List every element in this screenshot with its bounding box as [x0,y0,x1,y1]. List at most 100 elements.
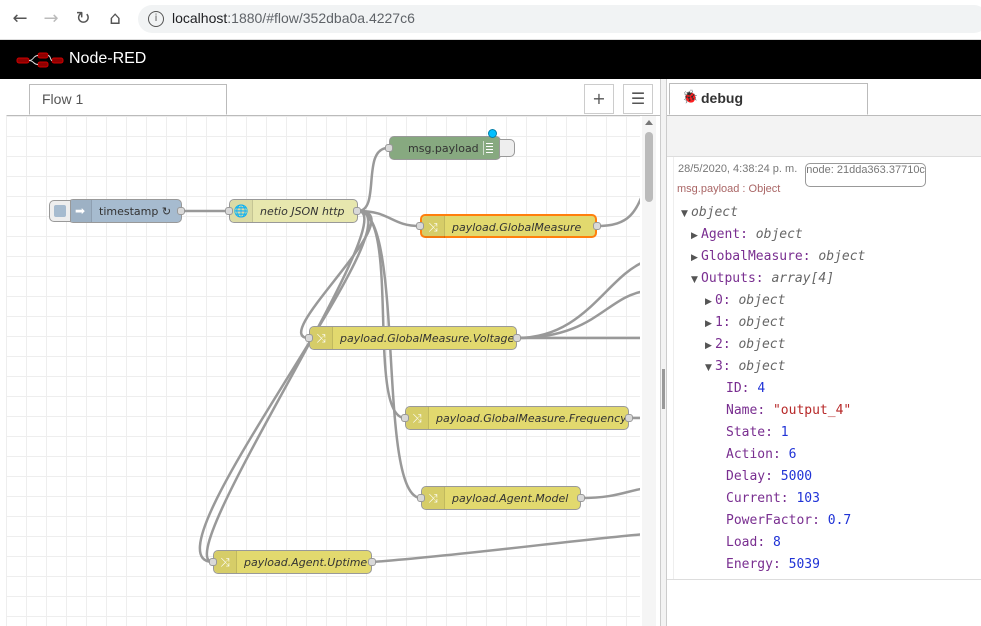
wire-voltage-out-1 [516,262,640,340]
input-port[interactable] [401,414,409,422]
tree-item-output-3[interactable]: ▼3: object [705,359,786,374]
wire-model-out [580,487,640,500]
sidebar-divider[interactable] [660,79,667,626]
home-icon[interactable]: ⌂ [109,8,121,29]
scroll-up-icon[interactable] [645,120,653,125]
wire-netio-uptime [198,209,370,564]
message-topic: msg.payload : Object [677,183,781,195]
output-port[interactable] [368,558,376,566]
output-port[interactable] [593,222,601,230]
node-label: payload.Agent.Model [452,492,569,505]
field-energy[interactable]: Energy: 5039 [726,557,820,572]
node-label: msg.payload [408,142,479,155]
info-icon[interactable]: i [148,11,164,27]
tree-item-agent[interactable]: ▶Agent: object [691,227,803,242]
output-port[interactable] [625,414,633,422]
field-load[interactable]: Load: 8 [726,535,781,550]
message-meta: 28/5/2020, 4:38:24 p. m. node: 21dda363.… [678,163,926,187]
caret-right-icon: ▶ [705,319,712,329]
wire-netio-voltage [300,209,373,340]
input-port[interactable] [209,558,217,566]
caret-down-icon: ▼ [705,363,712,373]
bug-icon: 🐞 [682,90,699,105]
shuffle-icon: ⤨ [422,487,445,509]
caret-right-icon: ▶ [691,253,698,263]
forward-arrow-icon[interactable]: → [43,8,59,29]
input-port[interactable] [385,144,393,152]
output-port[interactable] [577,494,585,502]
output-port[interactable] [177,207,185,215]
reload-icon[interactable]: ↻ [75,8,91,29]
tab-debug[interactable]: 🐞 debug [669,83,868,115]
caret-right-icon: ▶ [691,231,698,241]
output-port[interactable] [353,207,361,215]
tree-root[interactable]: ▼object [681,205,738,220]
tab-flow-1[interactable]: Flow 1 [29,84,227,115]
wire-voltage-out-2 [516,290,640,340]
input-port[interactable] [416,222,424,230]
tree-item-output-0[interactable]: ▶0: object [705,293,786,308]
scrollbar-thumb[interactable] [645,132,653,202]
field-id[interactable]: ID: 4 [726,381,766,396]
shuffle-icon: ⤨ [406,407,429,429]
message-divider [667,579,981,580]
message-node-id[interactable]: node: 21dda363.37710c [805,163,926,187]
wire-uptime-out [371,533,640,564]
node-label: payload.GlobalMeasure [452,221,582,234]
input-port[interactable] [417,494,425,502]
workspace-scrollbar[interactable] [642,116,656,626]
address-bar[interactable]: i localhost:1880/#flow/352dba0a.4227c6 [138,5,981,33]
tree-item-globalmeasure[interactable]: ▶GlobalMeasure: object [691,249,866,264]
http-request-node-netio[interactable]: 🌐 netio JSON http [229,199,358,223]
workspace: Flow 1 + ☰ [0,79,660,626]
caret-down-icon: ▼ [691,275,698,285]
wire-globalmeasure-out [596,197,640,228]
tree-item-output-1[interactable]: ▶1: object [705,315,786,330]
node-label: payload.GlobalMeasure.Frequency [436,412,627,425]
change-node-frequency[interactable]: ⤨ payload.GlobalMeasure.Frequency [405,406,629,430]
wire-netio-model [357,209,422,500]
input-port[interactable] [305,334,313,342]
node-red-logo-icon [16,52,64,68]
list-flows-button[interactable]: ☰ [623,84,653,114]
debug-node-msg-payload[interactable]: msg.payload [389,136,501,160]
divider-grip[interactable] [662,369,665,409]
shuffle-icon: ⤨ [422,216,445,238]
inject-arrow-icon: ➡ [69,200,92,222]
debug-toolbar [667,116,981,157]
back-arrow-icon[interactable]: ← [12,8,28,29]
wire-netio-uptime-2 [205,209,366,564]
tree-item-outputs[interactable]: ▼Outputs: array[4] [691,271,835,286]
field-delay[interactable]: Delay: 5000 [726,469,813,484]
changed-indicator-dot [488,129,497,138]
tree-item-output-2[interactable]: ▶2: object [705,337,786,352]
change-node-global-measure[interactable]: ⤨ payload.GlobalMeasure [420,214,597,238]
caret-down-icon: ▼ [681,209,688,219]
change-node-voltage[interactable]: ⤨ payload.GlobalMeasure.Voltage [309,326,517,350]
debug-messages: 28/5/2020, 4:38:24 p. m. node: 21dda363.… [673,157,981,579]
input-port[interactable] [225,207,233,215]
field-state[interactable]: State: 1 [726,425,789,440]
debug-toggle-button[interactable] [499,139,515,157]
inject-button-square [54,205,66,217]
output-port[interactable] [513,334,521,342]
globe-icon: 🌐 [230,200,253,222]
add-flow-button[interactable]: + [584,84,614,114]
change-node-agent-uptime[interactable]: ⤨ payload.Agent.Uptime [213,550,372,574]
field-name[interactable]: Name: "output_4" [726,403,852,418]
inject-node-timestamp[interactable]: ➡ timestamp ↻ [68,199,182,223]
wire-netio-debug [357,146,389,213]
inject-button[interactable] [49,200,71,222]
url-text[interactable]: localhost:1880/#flow/352dba0a.4227c6 [172,10,415,26]
change-node-agent-model[interactable]: ⤨ payload.Agent.Model [421,486,581,510]
caret-right-icon: ▶ [705,341,712,351]
tab-label: Flow 1 [42,91,84,107]
node-label: timestamp ↻ [99,205,172,218]
field-powerfactor[interactable]: PowerFactor: 0.7 [726,513,852,528]
field-action[interactable]: Action: 6 [726,447,797,462]
flow-canvas[interactable]: ➡ timestamp ↻ 🌐 netio JSON http msg.payl… [6,116,640,626]
app-title: Node-RED [69,50,147,67]
sidebar-tabs: 🐞 debug [667,79,981,116]
shuffle-icon: ⤨ [214,551,237,573]
field-current[interactable]: Current: 103 [726,491,820,506]
